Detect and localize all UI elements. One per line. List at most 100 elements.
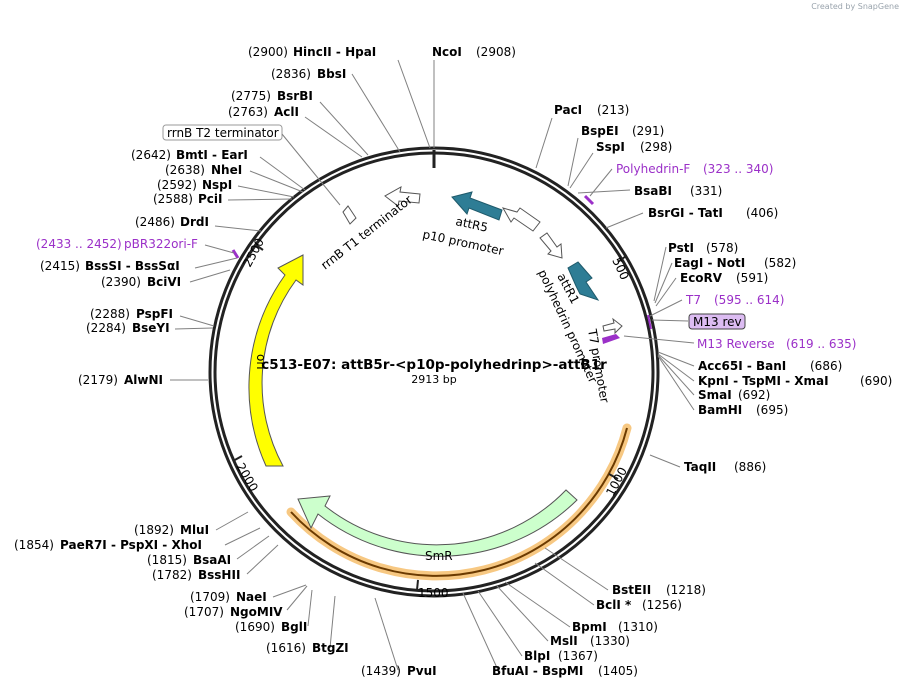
enzyme-pos: (578) bbox=[706, 241, 738, 255]
enzyme-name[interactable]: NcoI bbox=[432, 45, 462, 59]
enzyme-pos: (695) bbox=[756, 403, 788, 417]
polyhedrin-promoter-arrow[interactable] bbox=[539, 232, 563, 259]
enzyme-name[interactable]: BbsI bbox=[317, 67, 346, 81]
enzyme-name[interactable]: BsrBI bbox=[277, 89, 313, 103]
primer-polyhedrin-f-name[interactable]: Polyhedrin-F bbox=[616, 162, 690, 176]
leader-ngomiv bbox=[286, 585, 308, 611]
enzyme-name[interactable]: PspFI bbox=[136, 307, 173, 321]
t7-promoter-arrow[interactable] bbox=[602, 317, 623, 335]
leader-pvui bbox=[374, 597, 399, 671]
plasmid-size: 2913 bp bbox=[411, 373, 456, 386]
enzyme-name[interactable]: NgoMIV bbox=[230, 605, 283, 619]
enzyme-name[interactable]: BssHII bbox=[198, 568, 240, 582]
rrnb-t2-terminator-box bbox=[162, 124, 283, 141]
enzyme-name[interactable]: SspI bbox=[596, 140, 625, 154]
enzyme-pos: (2763) bbox=[228, 105, 268, 119]
enzyme-pos: (1616) bbox=[266, 641, 306, 655]
enzyme-pos: (1707) bbox=[184, 605, 224, 619]
enzyme-name[interactable]: NspI bbox=[202, 178, 232, 192]
enzyme-pos: (1690) bbox=[235, 620, 275, 634]
primer-mark-pbr322ori-f bbox=[231, 249, 240, 259]
enzyme-pos: (2775) bbox=[231, 89, 271, 103]
enzyme-name[interactable]: PciI bbox=[198, 192, 223, 206]
enzyme-name[interactable]: EcoRV bbox=[680, 271, 723, 285]
enzyme-name[interactable]: NaeI bbox=[236, 590, 267, 604]
leader-pbr322ori-f bbox=[204, 244, 235, 254]
enzyme-pos: (591) bbox=[736, 271, 768, 285]
enzyme-name[interactable]: AlwNI bbox=[124, 373, 163, 387]
enzyme-name[interactable]: BspEI bbox=[581, 124, 619, 138]
enzyme-name[interactable]: EagI - NotI bbox=[674, 256, 745, 270]
leader-btgzi bbox=[329, 595, 336, 649]
p10-promoter-arrow[interactable] bbox=[501, 207, 541, 232]
enzyme-name[interactable]: PvuI bbox=[407, 664, 437, 678]
selection-highlight-arc-inner bbox=[290, 427, 628, 577]
enzyme-pos: (1815) bbox=[147, 553, 187, 567]
rrnb-t1-terminator-arrow[interactable] bbox=[384, 186, 421, 207]
leader-kpni bbox=[657, 353, 695, 382]
leader-ecorv bbox=[655, 277, 677, 307]
enzyme-name[interactable]: NheI bbox=[211, 163, 242, 177]
enzyme-name[interactable]: BlpI bbox=[524, 649, 550, 663]
enzyme-name[interactable]: BglI bbox=[281, 620, 307, 634]
enzyme-name[interactable]: BsaAI bbox=[193, 553, 231, 567]
primer-m13-rev-name[interactable]: M13 rev bbox=[693, 315, 742, 329]
enzyme-name[interactable]: MluI bbox=[180, 523, 209, 537]
enzyme-pos: (1709) bbox=[190, 590, 230, 604]
m13-rev-highlight-box bbox=[688, 313, 746, 330]
rrnb-t2-leader bbox=[281, 133, 341, 206]
enzyme-name[interactable]: BfuAI - BspMI bbox=[492, 664, 583, 678]
enzyme-name[interactable]: BsrGI - TatI bbox=[648, 206, 723, 220]
attr1-feature-arrow[interactable] bbox=[567, 261, 600, 301]
enzyme-name[interactable]: BmtI - EarI bbox=[176, 148, 248, 162]
enzyme-name[interactable]: PacI bbox=[554, 103, 582, 117]
enzyme-name[interactable]: BciVI bbox=[147, 275, 181, 289]
enzyme-name[interactable]: HincII - HpaI bbox=[293, 45, 376, 59]
enzyme-name[interactable]: BseYI bbox=[132, 321, 170, 335]
attr5-feature-arrow[interactable] bbox=[451, 191, 503, 221]
rrnb-t2-terminator-label[interactable]: rrnB T2 terminator bbox=[167, 126, 279, 140]
enzyme-name[interactable]: AclI bbox=[274, 105, 299, 119]
enzyme-name[interactable]: BstEII bbox=[612, 583, 651, 597]
leader-bmti-eari bbox=[259, 156, 306, 191]
leader-sspi bbox=[569, 152, 594, 189]
enzyme-name[interactable]: BsaBI bbox=[634, 184, 672, 198]
enzyme-name[interactable]: SmaI bbox=[698, 388, 732, 402]
enzyme-name[interactable]: BssSI - BssSαI bbox=[85, 259, 180, 273]
leader-acc65i bbox=[657, 351, 695, 367]
enzyme-pos: (2908) bbox=[476, 45, 516, 59]
plasmid-name: c513-E07: attB5r-<p10p-polyhedrinp>-attB… bbox=[261, 357, 607, 373]
primer-pbr322ori-f-name[interactable]: pBR322ori-F bbox=[124, 237, 198, 251]
enzyme-name[interactable]: BclI * bbox=[596, 598, 632, 612]
ori-feature-arrow[interactable] bbox=[248, 254, 304, 467]
rrnb-t1-terminator-label: rrnB T1 terminator bbox=[318, 193, 415, 273]
enzyme-pos: (331) bbox=[690, 184, 722, 198]
enzyme-pos: (2284) bbox=[86, 321, 126, 335]
enzyme-pos: (886) bbox=[734, 460, 766, 474]
enzyme-name[interactable]: BpmI bbox=[572, 620, 607, 634]
leader-bseyi bbox=[174, 327, 214, 330]
smr-feature-arrow[interactable] bbox=[297, 489, 578, 557]
primer-polyhedrin-f-range: (323 .. 340) bbox=[703, 162, 773, 176]
enzyme-name[interactable]: TaqII bbox=[684, 460, 716, 474]
rrnb-t2-terminator-arrow[interactable] bbox=[342, 205, 357, 225]
leader-noti bbox=[654, 262, 673, 304]
enzyme-pos: (2642) bbox=[131, 148, 171, 162]
leader-nhei bbox=[249, 170, 304, 193]
primer-m13-reverse-name[interactable]: M13 Reverse bbox=[697, 337, 775, 351]
primer-t7-name[interactable]: T7 bbox=[685, 293, 701, 307]
enzyme-name[interactable]: KpnI - TspMI - XmaI bbox=[698, 374, 829, 388]
enzyme-name[interactable]: BamHI bbox=[698, 403, 742, 417]
leader-m13reverse bbox=[623, 335, 695, 344]
tick-label-1500: 1500 bbox=[418, 586, 449, 600]
enzyme-name[interactable]: PstI bbox=[668, 241, 694, 255]
enzyme-name[interactable]: PaeR7I - PspXI - XhoI bbox=[60, 538, 202, 552]
enzyme-name[interactable]: MslI bbox=[550, 634, 578, 648]
enzyme-name[interactable]: DrdI bbox=[180, 215, 209, 229]
enzyme-name[interactable]: Acc65I - BanI bbox=[698, 359, 786, 373]
enzyme-name[interactable]: BtgZI bbox=[312, 641, 349, 655]
enzyme-pos: (2288) bbox=[90, 307, 130, 321]
enzyme-pos: (406) bbox=[746, 206, 778, 220]
enzyme-pos: (213) bbox=[597, 103, 629, 117]
enzyme-pos: (692) bbox=[738, 388, 770, 402]
